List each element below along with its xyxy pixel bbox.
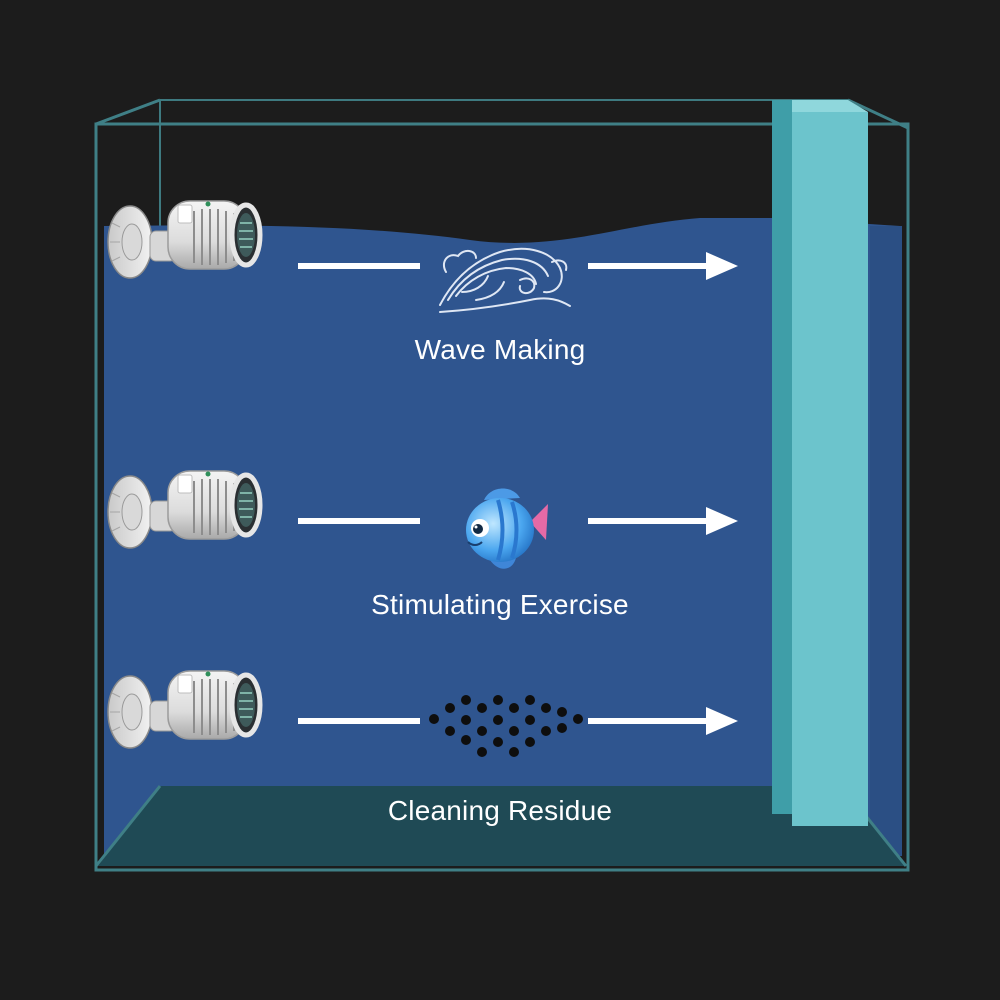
label-stimulating-exercise: Stimulating Exercise	[371, 589, 629, 620]
label-cleaning-residue: Cleaning Residue	[387, 795, 613, 826]
pump-row-exercise	[108, 471, 738, 569]
residue-dots-icon	[429, 695, 583, 757]
pump-row-cleaning	[108, 671, 738, 757]
fish-icon	[466, 488, 548, 569]
label-wave-making: Wave Making	[414, 334, 586, 365]
pump-row-wave	[108, 201, 738, 313]
filter-panel	[772, 100, 868, 826]
wave-icon	[439, 247, 571, 313]
tank-floor	[98, 786, 906, 866]
